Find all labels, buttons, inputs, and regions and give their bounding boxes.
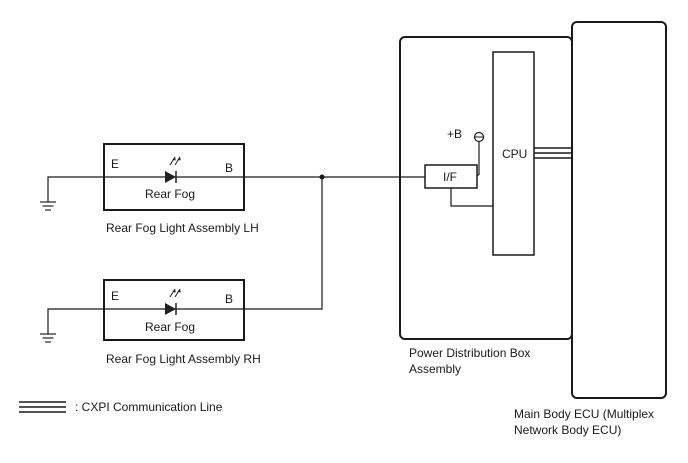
- main-ecu-name-line1: Main Body ECU (Multiplex: [514, 407, 654, 421]
- lh-led-icon: [164, 156, 182, 184]
- rh-assembly-name: Rear Fog Light Assembly RH: [106, 352, 261, 366]
- main-body-ecu-box: [571, 21, 667, 399]
- wire-junction: [319, 174, 325, 180]
- power-distribution-box: [399, 36, 573, 340]
- signal-wire: [244, 176, 425, 310]
- power-box-name-line2: Assembly: [409, 362, 461, 376]
- power-box-name-line1: Power Distribution Box: [409, 346, 530, 360]
- lh-terminal-e: E: [111, 157, 119, 171]
- rh-terminal-e: E: [111, 289, 119, 303]
- rh-ground-wire: [47, 308, 104, 334]
- cpu-label: CPU: [502, 147, 527, 161]
- interface-label: I/F: [443, 170, 457, 184]
- cxpi-communication-line: [534, 147, 572, 159]
- lh-lamp-label: Rear Fog: [145, 187, 195, 201]
- if-to-cpu-wire: [450, 188, 493, 207]
- legend-line-icon: [19, 401, 66, 413]
- legend-label: : CXPI Communication Line: [75, 400, 223, 414]
- rh-assembly-box: [103, 279, 245, 341]
- lh-ground-wire: [47, 176, 104, 202]
- main-ecu-name-line2: Network Body ECU): [514, 423, 621, 437]
- rh-ground-icon: [39, 333, 57, 343]
- supply-label: +B: [447, 127, 462, 141]
- lh-terminal-b: B: [225, 161, 233, 175]
- rh-terminal-b: B: [225, 292, 233, 306]
- lh-ground-icon: [39, 201, 57, 211]
- lh-assembly-name: Rear Fog Light Assembly LH: [106, 221, 259, 235]
- rh-lamp-label: Rear Fog: [145, 320, 195, 334]
- rh-led-icon: [164, 288, 182, 316]
